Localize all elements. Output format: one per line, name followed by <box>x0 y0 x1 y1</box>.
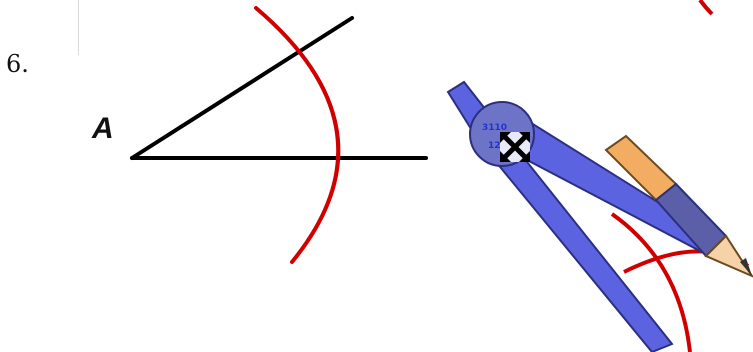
vertex-label-a: A <box>91 112 114 145</box>
page-divider <box>78 0 79 55</box>
compass-dial-digits-lower: 12 <box>488 141 501 151</box>
angle-upper-ray <box>130 16 354 160</box>
compass-icon[interactable]: 3110 12 <box>446 80 753 352</box>
compass-dial-digits: 3110 <box>482 123 507 133</box>
cropped-arc-top-right <box>698 0 714 16</box>
step-number: 6. <box>6 50 29 78</box>
compass-arc-lower <box>610 212 692 352</box>
construction-arc <box>254 6 341 264</box>
pencil-icon <box>604 134 753 278</box>
move-cursor-icon[interactable] <box>500 132 530 162</box>
